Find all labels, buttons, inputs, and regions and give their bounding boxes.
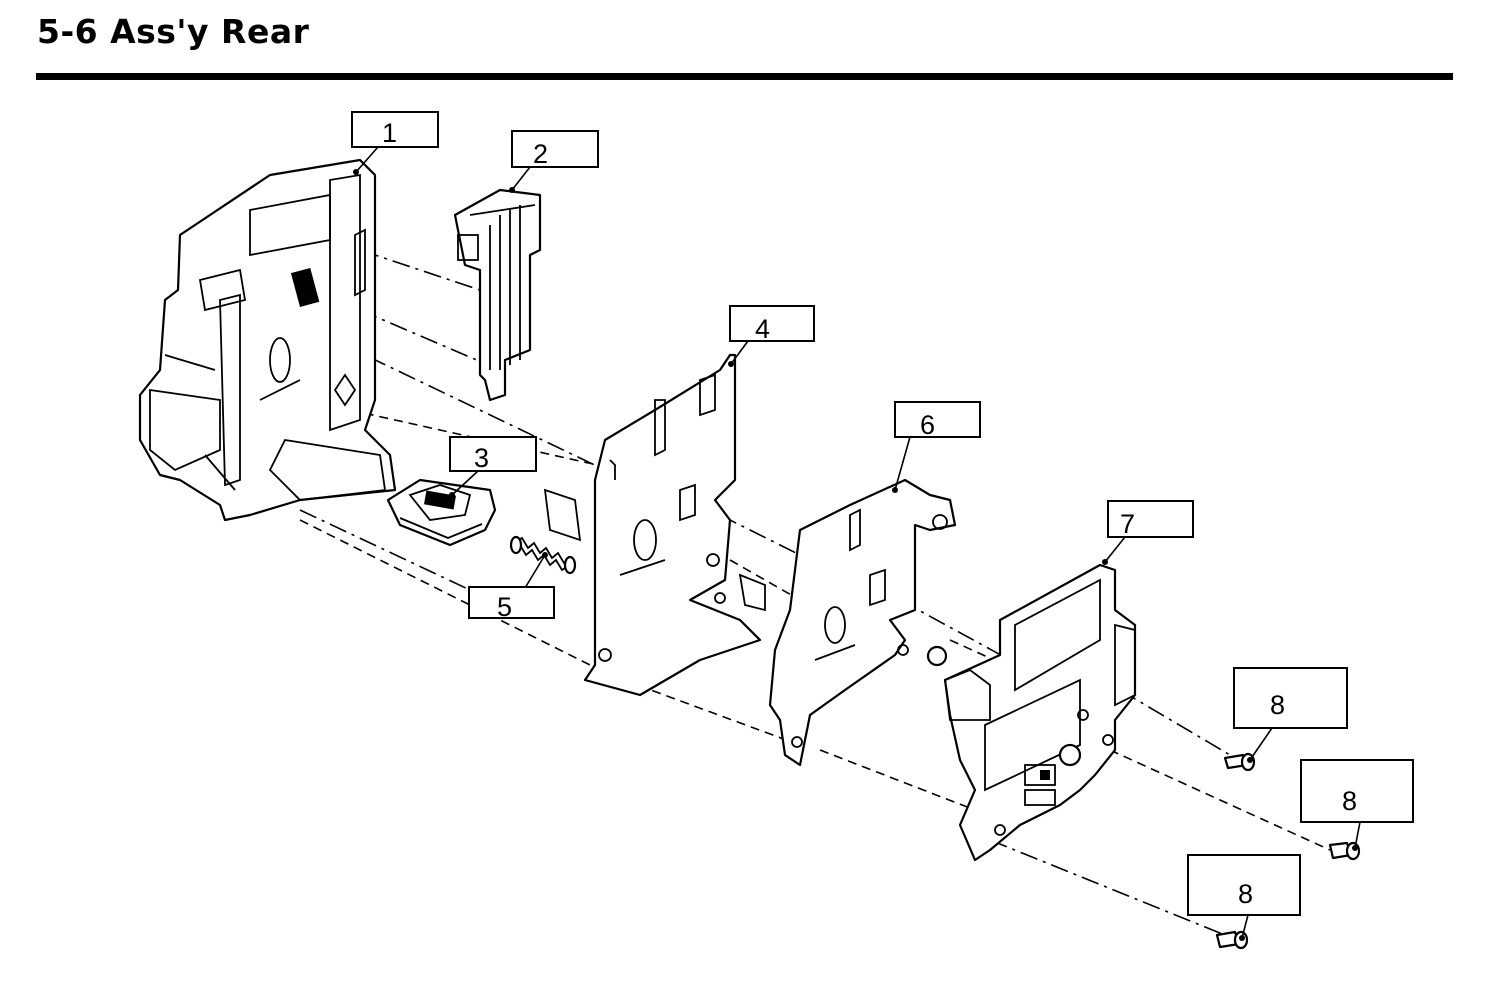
assembly-lines	[249, 239, 1331, 936]
svg-text:1: 1	[382, 118, 397, 148]
svg-text:3: 3	[474, 443, 489, 473]
svg-text:8: 8	[1270, 690, 1285, 720]
svg-text:8: 8	[1342, 786, 1357, 816]
part-1-rear-frame	[138, 158, 397, 522]
part-7-circuit-board	[943, 563, 1137, 862]
part-4-bracket	[543, 353, 762, 697]
callout-7: 7	[1107, 500, 1194, 539]
svg-text:2: 2	[533, 139, 548, 169]
svg-text:6: 6	[920, 410, 935, 440]
part-6-bracket	[738, 478, 957, 767]
svg-text:8: 8	[1238, 879, 1253, 909]
part-2-connector	[453, 188, 542, 402]
callout-5: 5	[468, 586, 555, 622]
part-5-spring	[509, 535, 577, 575]
part-3-button	[386, 478, 497, 547]
callout-2: 2	[511, 130, 599, 169]
callout-8b: 8	[1300, 759, 1414, 823]
svg-text:4: 4	[755, 314, 770, 344]
svg-text:7: 7	[1120, 509, 1135, 539]
callout-8a: 8	[1233, 667, 1348, 729]
title-rule	[36, 73, 1453, 80]
callout-6: 6	[894, 401, 981, 440]
callout-3: 3	[449, 436, 537, 473]
callout-1: 1	[351, 111, 439, 148]
page-title: 5-6 Ass'y Rear	[37, 12, 310, 51]
callout-4: 4	[729, 305, 815, 344]
leader-lines	[353, 146, 1361, 941]
callout-8c: 8	[1187, 854, 1301, 916]
svg-text:5: 5	[497, 592, 512, 622]
